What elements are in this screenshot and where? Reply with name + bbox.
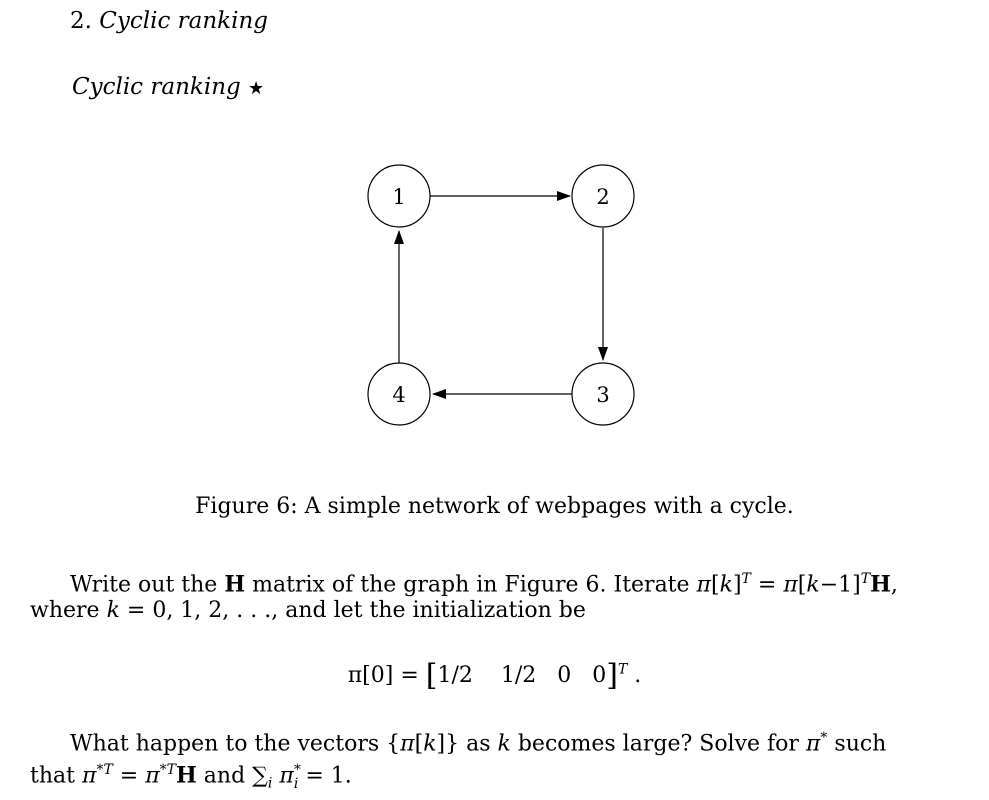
node-3: 3	[571, 362, 635, 426]
node-1-label: 1	[392, 185, 405, 209]
pi-symbol-4: π	[805, 731, 821, 757]
paragraph-2-line-1: What happen to the vectors {π[k]} as k b…	[70, 730, 887, 757]
pi-symbol-3: π	[400, 731, 415, 757]
text-where: where	[30, 598, 107, 623]
k-var-3: k	[106, 598, 120, 623]
star-sup-4: *	[293, 762, 301, 778]
text-matrix: matrix of the graph in Figure 6. Iterate	[245, 572, 697, 598]
initialization-equation: π[0] = [1/2 1/2 0 0]T .	[0, 658, 989, 693]
transpose-T-3: T	[103, 762, 113, 778]
node-3-label: 3	[596, 383, 609, 407]
equals-one: = 1.	[298, 763, 352, 789]
text-write-out: Write out the	[70, 572, 225, 598]
k-var: k	[719, 572, 733, 598]
text-that: that	[30, 763, 82, 789]
paragraph-2-line-2: that π*T = π*TH and ∑i π*i = 1.	[30, 754, 352, 800]
k-var-5: k	[497, 731, 511, 757]
matrix-H-2: H	[870, 571, 891, 598]
init-entry-4: 0	[592, 663, 607, 688]
left-bracket: [	[425, 658, 438, 693]
k-var-4: k	[423, 731, 437, 757]
text-vectors: What happen to the vectors {	[70, 731, 401, 757]
network-graph: 1 2 3 4	[367, 164, 635, 426]
node-4-label: 4	[392, 383, 405, 407]
problem-title-text: Cyclic ranking	[72, 74, 241, 100]
equals: =	[750, 572, 784, 598]
node-1: 1	[367, 164, 431, 228]
sum-symbol: ∑	[252, 763, 268, 789]
star-sup: *	[820, 730, 828, 746]
sum-index: i	[267, 775, 273, 792]
text-as: } as	[445, 731, 498, 757]
equals-2: =	[112, 763, 146, 789]
init-lhs: π[0] =	[347, 663, 426, 688]
node-2-label: 2	[596, 185, 609, 209]
node-4: 4	[367, 362, 431, 426]
text-solve: becomes large? Solve for	[510, 731, 806, 757]
node-2: 2	[571, 164, 635, 228]
pi-symbol-7: π	[279, 763, 294, 789]
init-entry-3: 0	[557, 663, 572, 688]
pi-symbol-6: π	[145, 763, 160, 789]
star-sup-3: *	[159, 762, 167, 778]
text-and: and	[196, 763, 253, 789]
right-bracket: ]	[606, 658, 618, 693]
text-such: such	[827, 731, 887, 757]
section-heading: 2. Cyclic ranking	[70, 8, 268, 34]
init-transpose: T	[617, 661, 628, 678]
problem-title: Cyclic ranking ★	[72, 74, 264, 100]
matrix-H: H	[224, 571, 246, 598]
section-number: 2.	[70, 8, 92, 34]
star-icon: ★	[248, 78, 265, 99]
section-title: Cyclic ranking	[99, 8, 268, 34]
pi-symbol-2: π	[783, 572, 798, 598]
transpose-T: T	[741, 571, 751, 587]
init-period: .	[627, 663, 642, 688]
pi-index: i	[293, 775, 299, 792]
transpose-T-2: T	[860, 571, 871, 587]
pi-symbol-5: π	[81, 763, 97, 789]
init-entry-2: 1/2	[500, 663, 537, 688]
transpose-T-4: T	[166, 762, 177, 778]
init-entry-1: 1/2	[437, 663, 473, 688]
matrix-H-3: H	[176, 762, 197, 789]
minus-one: −1	[819, 572, 853, 598]
k-var-2: k	[806, 572, 820, 598]
paragraph-1-line-2: where k = 0, 1, 2, . . ., and let the in…	[30, 595, 586, 627]
comma: ,	[890, 572, 898, 598]
paragraph-1-line-1: Write out the H matrix of the graph in F…	[70, 571, 898, 598]
pi-symbol: π	[696, 572, 712, 598]
star-sup-2: *	[96, 762, 104, 778]
text-k-values: = 0, 1, 2, . . ., and let the initializa…	[119, 598, 586, 623]
figure-caption: Figure 6: A simple network of webpages w…	[195, 494, 794, 519]
